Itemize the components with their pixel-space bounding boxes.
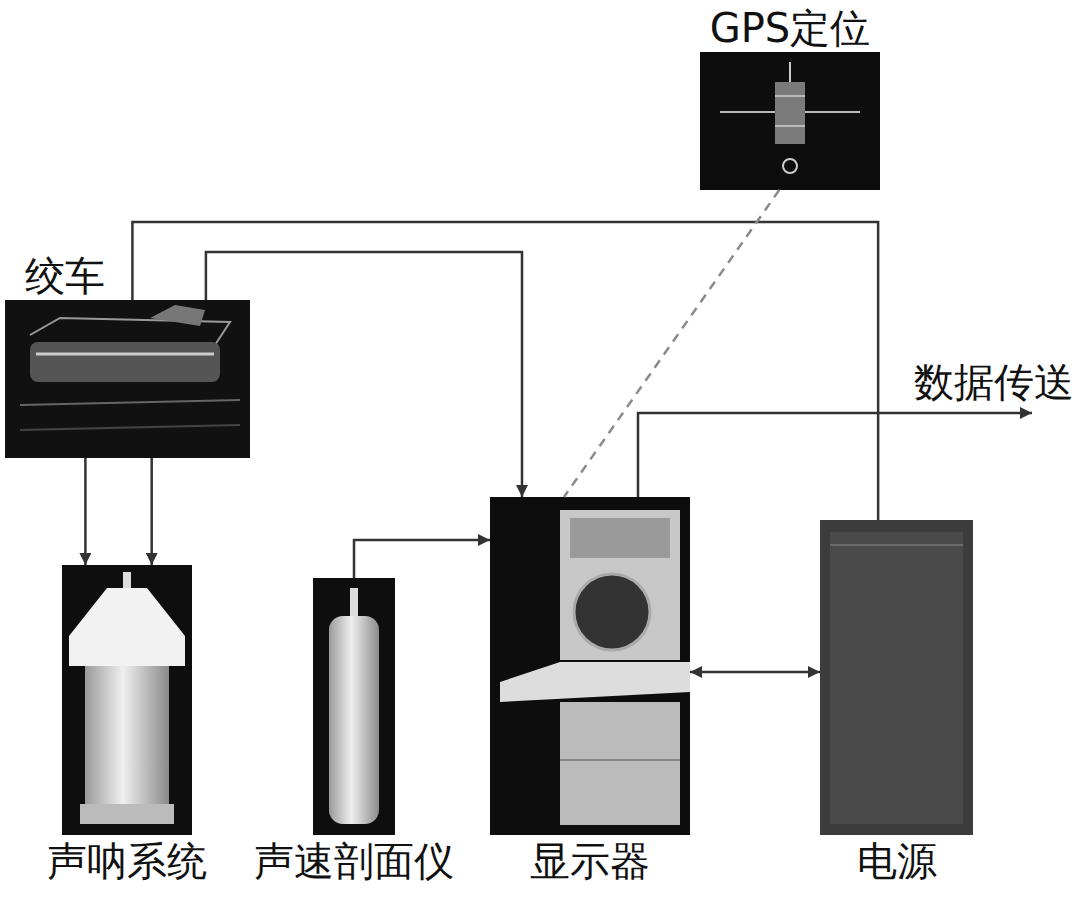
winch-drum xyxy=(30,342,220,382)
photo-frame xyxy=(820,520,973,835)
node-label: 电源 xyxy=(857,839,937,883)
winch-box: 绞车 xyxy=(5,300,250,458)
cabinet-strip xyxy=(830,544,963,546)
power-box: 电源 xyxy=(820,520,973,835)
drum-highlight xyxy=(36,353,214,356)
sonar-photo xyxy=(62,565,192,835)
node-label: 绞车 xyxy=(25,254,105,298)
console-lower xyxy=(560,702,680,825)
winch-photo xyxy=(5,300,250,458)
node-label: 声速剖面仪 xyxy=(254,839,454,883)
dish xyxy=(783,159,797,173)
antenna xyxy=(789,62,791,82)
photo-frame xyxy=(313,578,395,835)
photo-frame xyxy=(490,497,690,835)
connector xyxy=(132,222,878,520)
radar-screen xyxy=(574,574,650,650)
power-photo xyxy=(820,520,973,835)
profiler-photo xyxy=(313,578,395,835)
gps-box: GPS定位 xyxy=(700,52,880,190)
sonar-neck xyxy=(123,572,131,588)
console-shelf xyxy=(500,662,690,702)
console-upper xyxy=(560,510,680,660)
cabinet-panel xyxy=(830,532,963,824)
winch-motor xyxy=(150,305,205,326)
node-label: GPS定位 xyxy=(710,6,871,50)
sonar-dome xyxy=(69,588,185,666)
gps-photo xyxy=(700,52,880,190)
data-output-line xyxy=(638,413,1032,497)
console-panel xyxy=(570,518,670,558)
connector xyxy=(150,458,153,565)
panel-line xyxy=(560,759,680,761)
sonar-base xyxy=(80,804,174,824)
node-label: 声呐系统 xyxy=(47,839,207,883)
winch-base xyxy=(20,425,240,430)
sonar-cylinder xyxy=(85,666,169,806)
connector xyxy=(84,458,87,565)
photo-frame xyxy=(62,565,192,835)
photo-frame xyxy=(700,52,880,190)
photo-frame xyxy=(5,300,250,458)
profiler-box: 声速剖面仪 xyxy=(313,578,395,835)
output-label: 数据传送 xyxy=(914,360,1074,404)
display-photo xyxy=(490,497,690,835)
connector xyxy=(690,671,820,674)
winch-base xyxy=(20,400,240,405)
satellite-body xyxy=(775,82,805,144)
body-stripe xyxy=(775,125,805,127)
display-box: 显示器 xyxy=(490,497,690,835)
profiler-antenna xyxy=(350,588,358,618)
sonar-box: 声呐系统 xyxy=(62,565,192,835)
profiler-body xyxy=(329,616,379,824)
node-label: 显示器 xyxy=(530,839,650,883)
connector xyxy=(354,540,490,578)
body-stripe xyxy=(775,95,805,97)
connector xyxy=(206,252,522,497)
connector xyxy=(564,190,779,497)
